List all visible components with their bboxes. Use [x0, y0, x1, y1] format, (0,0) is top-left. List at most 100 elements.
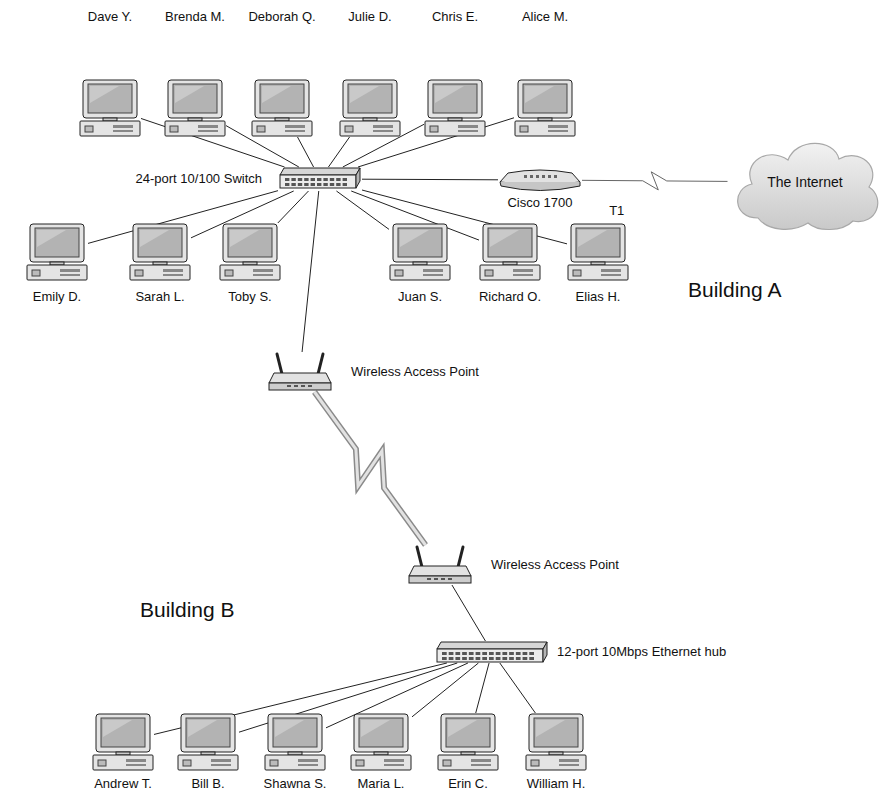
text-group: Dave Y.: [88, 9, 132, 25]
workstation-icon: [79, 79, 141, 137]
network-cable: [412, 663, 478, 717]
text-group: Elias H.: [576, 289, 621, 305]
workstation-icon: [525, 713, 587, 771]
text-group: Richard O.: [479, 289, 541, 305]
network-cable: [141, 118, 285, 167]
wireless-access-point-icon: [407, 545, 473, 585]
cable-path: [298, 137, 314, 167]
workstation-icon: [567, 223, 629, 281]
wireless-access-point: Wireless Access Point: [407, 545, 619, 585]
text-group: Brenda M.: [165, 9, 225, 25]
internet-cloud: The Internet: [728, 132, 883, 232]
user-name: Dave Y.: [88, 9, 132, 25]
workstation-icon: [479, 223, 541, 281]
user-name: Bill B.: [191, 776, 224, 792]
ethernet-hub-icon: [435, 641, 549, 663]
cable-path: [141, 118, 285, 167]
workstation-icon: [129, 223, 191, 281]
building-label: Building A: [688, 277, 781, 302]
user-name: Brenda M.: [165, 9, 225, 25]
network-cable: [302, 191, 319, 352]
text-group: Wireless Access Point: [491, 557, 619, 573]
text-group: Shawna S.: [264, 776, 327, 792]
network-cable: [500, 663, 536, 713]
network-cable: [336, 191, 389, 229]
user-name: Toby S.: [228, 289, 271, 305]
user-name: Emily D.: [33, 289, 81, 305]
ethernet-hub: 12-port 10Mbps Ethernet hub: [435, 641, 726, 663]
user-name: Shawna S.: [264, 776, 327, 792]
workstation-icon: [26, 223, 88, 281]
cloud-label: The Internet: [767, 174, 843, 191]
workstation-icon: [389, 223, 451, 281]
wireless-access-point-icon: [267, 352, 333, 392]
link-label: T1: [607, 203, 626, 219]
text-group: 24-port 10/100 Switch: [136, 171, 262, 187]
router: Cisco 1700: [498, 168, 582, 211]
network-switch: 24-port 10/100 Switch: [136, 167, 362, 191]
cable-path: [278, 191, 309, 223]
text-group: Emily D.: [33, 289, 81, 305]
text-group: Alice M.: [522, 9, 568, 25]
workstation-icon: [251, 79, 313, 137]
device-label: 24-port 10/100 Switch: [136, 171, 262, 187]
cable-path: [362, 179, 498, 181]
workstation: Bill B.: [177, 713, 239, 792]
network-cable: [452, 585, 485, 641]
cable-path: [336, 191, 389, 229]
wireless-link-outline: [315, 392, 426, 545]
cable-path: [582, 172, 728, 190]
router-icon: [498, 168, 582, 192]
workstation-icon: [350, 713, 412, 771]
workstation: Deborah Q.: [248, 9, 315, 137]
text-group: The Internet: [767, 174, 843, 191]
wireless-link-core: [315, 392, 426, 545]
workstation: Dave Y.: [79, 9, 141, 137]
user-name: Sarah L.: [135, 289, 184, 305]
text-group: Maria L.: [358, 776, 405, 792]
text-group: 12-port 10Mbps Ethernet hub: [557, 644, 726, 660]
device-label: Wireless Access Point: [491, 557, 619, 573]
user-name: Juan S.: [398, 289, 442, 305]
text-group: Deborah Q.: [248, 9, 315, 25]
cable-path: [412, 663, 478, 717]
workstation: Maria L.: [350, 713, 412, 792]
network-cable: [328, 137, 349, 167]
workstation: Richard O.: [479, 223, 541, 305]
workstation-icon: [339, 79, 401, 137]
workstation: Emily D.: [26, 223, 88, 305]
workstation: Erin C.: [437, 713, 499, 792]
workstation-icon: [264, 713, 326, 771]
cable-path: [500, 663, 536, 713]
text-group: Chris E.: [432, 9, 478, 25]
user-name: Julie D.: [348, 9, 391, 25]
workstation-icon: [177, 713, 239, 771]
network-cable: [298, 137, 314, 167]
workstation: Juan S.: [389, 223, 451, 305]
device-label: 12-port 10Mbps Ethernet hub: [557, 644, 726, 660]
workstation: Sarah L.: [129, 223, 191, 305]
user-name: Elias H.: [576, 289, 621, 305]
text-group: Sarah L.: [135, 289, 184, 305]
wireless-link: [315, 392, 426, 545]
user-name: Deborah Q.: [248, 9, 315, 25]
text-group: Wireless Access Point: [351, 364, 479, 380]
user-name: Alice M.: [522, 9, 568, 25]
network-cable: [278, 191, 309, 223]
cable-path: [328, 137, 349, 167]
text-group: William H.: [527, 776, 586, 792]
cable-path: [476, 663, 489, 713]
workstation-icon: [514, 79, 576, 137]
workstation-icon: [424, 79, 486, 137]
workstation: Andrew T.: [92, 713, 154, 792]
building-label: Building B: [140, 597, 235, 622]
text-group: Bill B.: [191, 776, 224, 792]
user-name: Erin C.: [448, 776, 488, 792]
user-name: Richard O.: [479, 289, 541, 305]
workstation: Julie D.: [339, 9, 401, 137]
workstation-icon: [437, 713, 499, 771]
wireless-access-point: Wireless Access Point: [267, 352, 479, 392]
workstation: Toby S.: [219, 223, 281, 305]
user-name: William H.: [527, 776, 586, 792]
